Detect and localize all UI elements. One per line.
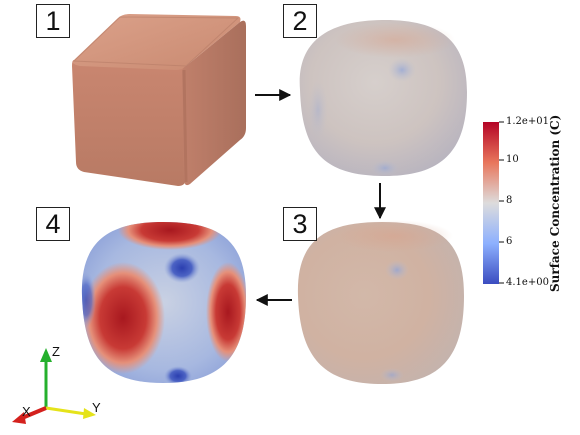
step-number-3: 3 xyxy=(283,207,317,241)
shape-4-hot-spot-right xyxy=(206,262,246,362)
axes-triad xyxy=(12,348,96,424)
shape-3-cold-spot-bottom xyxy=(380,368,404,382)
step-number-4-text: 4 xyxy=(45,208,61,239)
step-2-shape xyxy=(299,20,467,176)
cube-top-face xyxy=(72,14,241,70)
shape-4-cold-spot-left xyxy=(81,272,96,328)
step-number-4: 4 xyxy=(36,207,70,241)
shape-2-body xyxy=(299,20,467,176)
shape-4-hot-spot-top xyxy=(118,222,222,250)
colorbar-tick-10: 10 xyxy=(506,154,519,165)
colorbar-title: Surface Concentration (C) xyxy=(548,114,562,292)
step-number-3-text: 3 xyxy=(292,208,308,239)
colorbar-tick-6: 6 xyxy=(506,236,513,247)
step-number-1-text: 1 xyxy=(45,5,61,36)
shape-3-body xyxy=(297,222,464,384)
shape-2-cold-spot-center xyxy=(388,58,416,82)
shape-2-cold-spot-bottom xyxy=(371,160,399,176)
y-axis-label: Y xyxy=(92,400,101,415)
shape-4-cold-spot-bottom xyxy=(164,366,192,383)
step-number-2: 2 xyxy=(283,4,317,38)
colorbar-tick-8: 8 xyxy=(506,195,513,206)
cube-front-face xyxy=(72,60,186,186)
x-axis-line xyxy=(21,406,47,420)
step-3-shape xyxy=(297,220,464,384)
z-axis-label: Z xyxy=(52,344,60,359)
shape-4-cold-spot-center xyxy=(164,253,200,283)
cube-side-face xyxy=(182,20,246,186)
step-4-shape xyxy=(81,222,246,383)
shape-3-cold-spot-center xyxy=(385,260,409,280)
y-axis-line xyxy=(45,406,87,416)
colorbar xyxy=(483,121,504,284)
shape-4-hot-spot-left xyxy=(81,262,165,374)
colorbar-min-label: 4.1e+00 xyxy=(506,277,549,288)
step-1-cube xyxy=(72,14,246,186)
colorbar-max-label: 1.2e+01 xyxy=(506,116,549,127)
x-axis-label: X xyxy=(22,404,31,419)
step-number-1: 1 xyxy=(36,4,70,38)
colorbar-gradient xyxy=(483,122,499,284)
step-number-2-text: 2 xyxy=(292,5,308,36)
